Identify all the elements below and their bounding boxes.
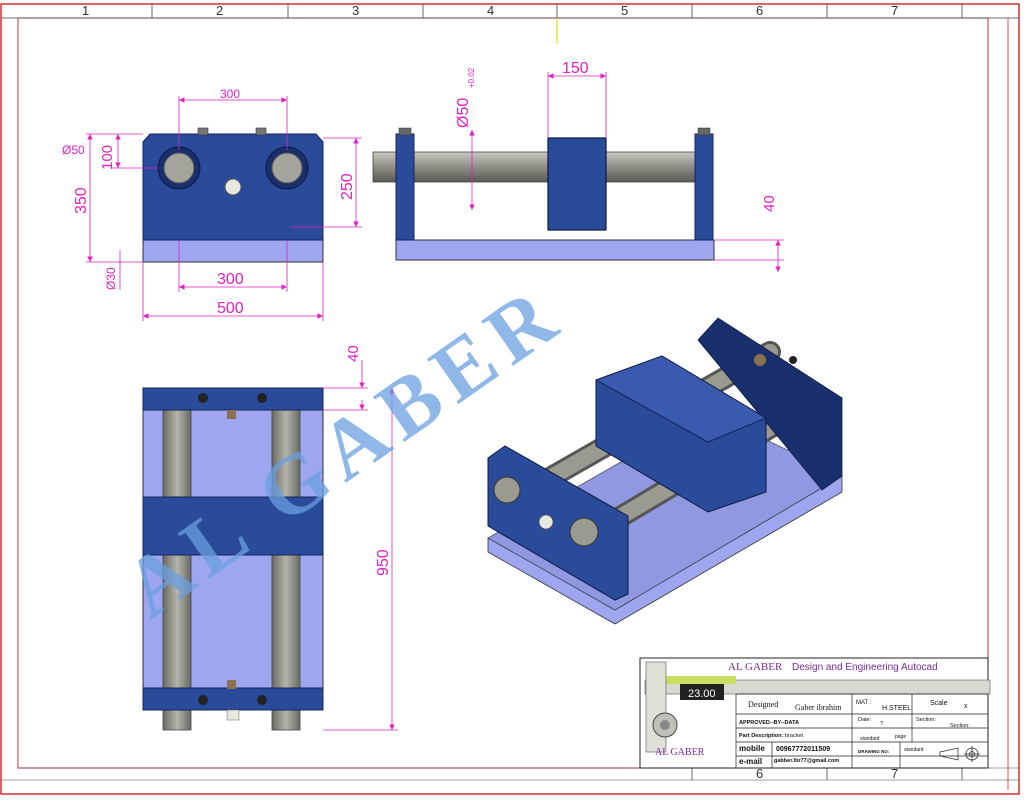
dim-shaft-tol: +0.02: [467, 67, 476, 88]
email: gabber.lbr77@gmail.com: [774, 758, 839, 764]
dim-hole-dia: Ø50: [62, 143, 85, 157]
date-label: Date:: [858, 717, 872, 723]
part-desc: bracket: [785, 733, 804, 739]
dim-end-thk: 40: [345, 345, 362, 362]
designed-label: Designed: [748, 700, 778, 709]
approved-label: APPROVED--BY--DATA: [739, 720, 799, 726]
top-view-dimensions: [323, 360, 398, 731]
mobile-label: mobile: [739, 744, 765, 753]
designer-name: Gaber ibrahim: [795, 703, 842, 712]
col-num: 1: [82, 3, 89, 18]
standard-1: standard: [860, 736, 880, 742]
dim-shaft-dia: Ø50: [455, 98, 472, 128]
scale-value: x: [964, 703, 968, 710]
page-label: page: [895, 734, 906, 740]
side-view-dimensions: [469, 72, 784, 272]
col-num: 7: [891, 766, 898, 781]
top-view-dimension-text: 40 950: [345, 345, 392, 576]
part-desc-label: Part Description:: [739, 733, 783, 739]
column-numbers-top: 1 2 3 4 5 6 7: [82, 3, 898, 18]
top-view: [142, 387, 324, 731]
side-view: [372, 127, 715, 261]
dim-hole-offset: 100: [99, 145, 116, 170]
logo-text: AL GABER: [655, 747, 705, 758]
mobile-number: 00967772011509: [776, 746, 830, 753]
col-num: 4: [487, 3, 494, 18]
isometric-view: [487, 317, 843, 625]
projection-symbol-icon: [939, 746, 980, 762]
dim-base-thk: Ø30: [104, 267, 118, 290]
dim-length: 950: [375, 549, 392, 576]
dim-top-width: 300: [220, 87, 240, 101]
standard-2: standard: [904, 747, 924, 753]
side-view-dimension-text: 150 Ø50 +0.02 40: [455, 60, 778, 212]
title-heading: Design and Engineering Autocad: [792, 662, 938, 673]
dim-base-height: 40: [761, 195, 778, 212]
drawing-no-label: DRAWING NO:: [858, 749, 890, 754]
section-label-2: Section:: [950, 723, 970, 729]
material: H.STEEL: [882, 705, 911, 712]
front-view: [142, 127, 324, 263]
col-num: 3: [352, 3, 359, 18]
company-name: AL GABER: [728, 661, 783, 673]
column-numbers-bottom: 6 7: [756, 766, 898, 781]
caliper-reading: 23.00: [688, 688, 716, 700]
title-block: 23.00 AL GABER Design and Engineering Au…: [639, 657, 991, 769]
front-view-dimensions: [86, 96, 362, 321]
dim-upper-height: 250: [339, 173, 356, 200]
col-num: 2: [216, 3, 223, 18]
dim-block-width: 150: [562, 60, 589, 77]
email-label: e-mail: [739, 757, 762, 766]
col-num: 6: [756, 3, 763, 18]
dim-height: 350: [73, 187, 90, 214]
col-num: 5: [621, 3, 628, 18]
section-label: Section:: [916, 717, 936, 723]
col-num: 6: [756, 766, 763, 781]
dim-overall-width: 500: [217, 300, 244, 317]
caliper-icon: [644, 661, 991, 753]
front-view-dimension-text: 300 Ø50 100 350 250 Ø30 300 500: [62, 87, 356, 317]
dim-bottom-inner: 300: [217, 271, 244, 288]
date-value: ?: [880, 721, 883, 727]
col-num: 7: [891, 3, 898, 18]
mat-label: MAT :: [856, 700, 872, 706]
scale-label: Scale: [930, 700, 948, 707]
